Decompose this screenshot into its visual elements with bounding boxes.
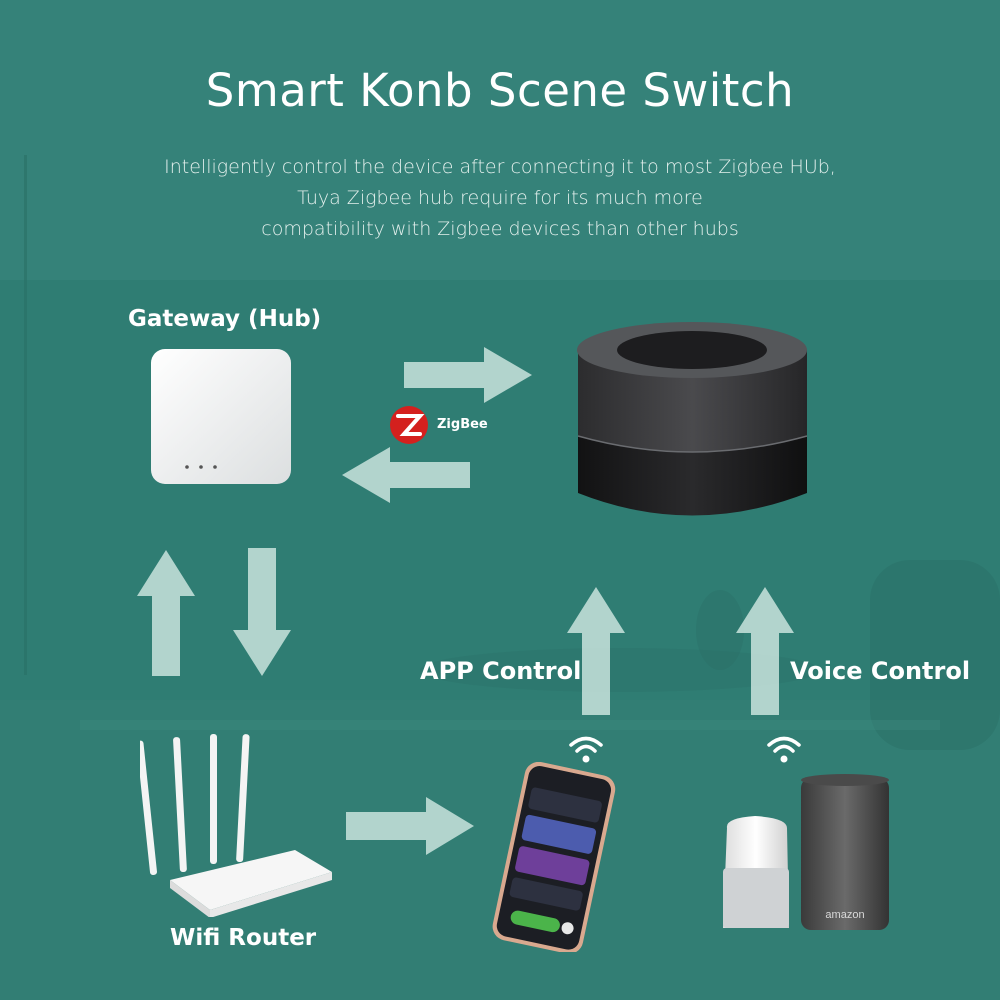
subtitle-line-3: compatibility with Zigbee devices than o… — [261, 218, 739, 240]
speaker-brand-label: amazon — [825, 909, 864, 921]
arrow-icon — [137, 550, 195, 676]
app-control-label: APP Control — [420, 657, 582, 685]
wifi-router-device — [140, 734, 332, 917]
smartphone-device — [492, 762, 616, 952]
subtitle-line-1: Intelligently control the device after c… — [164, 156, 836, 178]
page-title: Smart Konb Scene Switch — [205, 64, 795, 117]
arrow-icon — [342, 447, 470, 503]
arrow-icon — [404, 347, 532, 403]
wifi-icon — [767, 736, 801, 763]
voice-control-label: Voice Control — [790, 657, 971, 685]
gateway-hub-device — [151, 349, 291, 484]
subtitle-line-2: Tuya Zigbee hub require for its much mor… — [297, 187, 703, 209]
router-label: Wifi Router — [170, 925, 317, 951]
zigbee-logo — [390, 406, 428, 444]
zigbee-label: ZigBee — [437, 417, 488, 432]
smart-speakers-device: amazon — [723, 774, 889, 930]
arrow-icon — [736, 587, 794, 715]
wifi-icon — [569, 736, 603, 763]
knob-scene-switch-device — [577, 322, 808, 516]
arrow-icon — [233, 548, 291, 676]
gateway-label: Gateway (Hub) — [128, 306, 322, 332]
arrow-icon — [346, 797, 474, 855]
arrow-icon — [567, 587, 625, 715]
